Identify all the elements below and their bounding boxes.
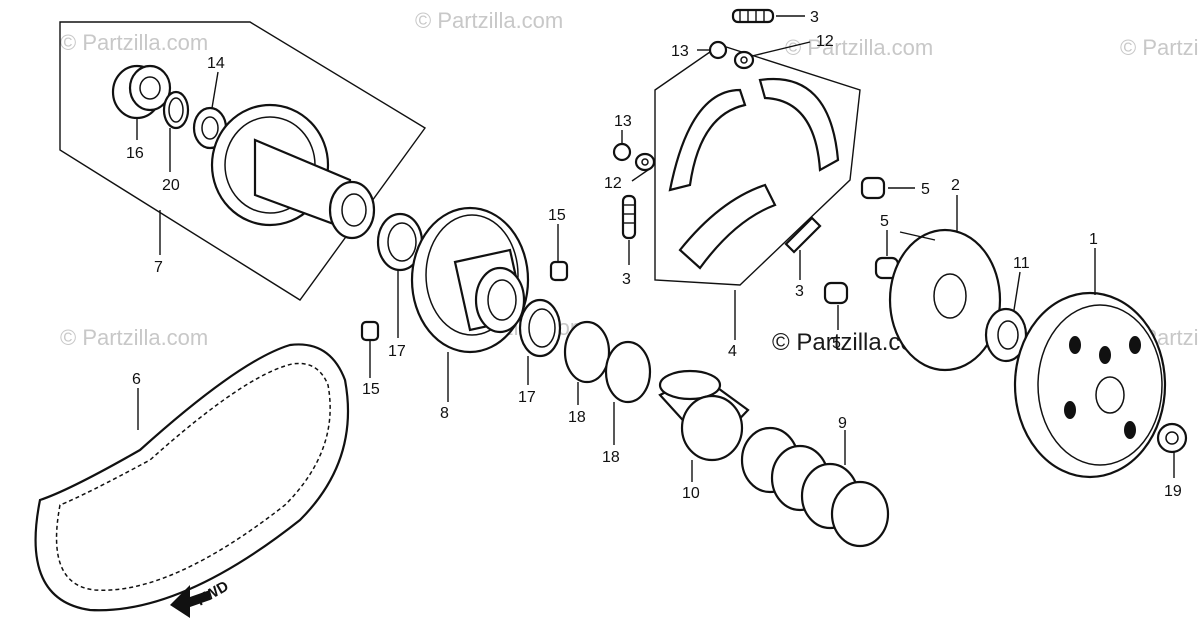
callout-18: 18 <box>568 409 586 426</box>
watermark-layer: © Partzilla.com © Partzilla.com © Partzi… <box>60 8 1200 356</box>
leader-lines <box>136 15 1175 482</box>
callout-12: 12 <box>604 175 622 192</box>
fwd-arrow-icon <box>170 585 210 618</box>
callout-5: 5 <box>832 335 841 352</box>
part-19-nut <box>1156 422 1188 454</box>
callout-5: 5 <box>921 181 930 198</box>
callout-1: 1 <box>1089 231 1098 248</box>
callout-2: 2 <box>951 177 960 194</box>
callout-4: 4 <box>728 343 737 360</box>
callout-7: 7 <box>154 259 163 276</box>
part-15-pin <box>549 260 569 282</box>
part-12-washer <box>733 50 755 70</box>
callout-14: 14 <box>207 55 225 72</box>
part-3-spring <box>731 8 775 24</box>
part-18-o-ring <box>563 320 611 384</box>
part-3-spring <box>784 216 822 254</box>
part-1-clutch-outer <box>1013 291 1167 479</box>
callout-16: 16 <box>126 145 144 162</box>
callout-6: 6 <box>132 371 141 388</box>
callout-20: 20 <box>162 177 180 194</box>
part-6-drive-belt <box>34 343 350 612</box>
watermark: © Partzilla.com <box>60 325 208 350</box>
part-4-clutch-shoe-lower <box>678 183 777 270</box>
part-3-spring <box>621 194 637 240</box>
part-7-pulley <box>210 103 376 240</box>
callout-10: 10 <box>682 485 700 502</box>
part-15-pin <box>360 320 380 342</box>
callout-11: 11 <box>1013 255 1030 272</box>
callout-17: 17 <box>388 343 406 360</box>
callout-5: 5 <box>880 213 889 230</box>
part-2-clutch-plate <box>888 228 1002 372</box>
part-18-o-ring <box>604 340 652 404</box>
callout-15: 15 <box>362 381 380 398</box>
callouts: 3 13 12 13 12 3 3 4 5 5 5 2 11 1 19 14 1… <box>126 9 1182 502</box>
callout-18: 18 <box>602 449 620 466</box>
callout-9: 9 <box>838 415 847 432</box>
part-17-seal <box>518 298 562 358</box>
callout-12: 12 <box>816 33 834 50</box>
part-5-roller <box>823 281 849 305</box>
part-16-bearing <box>111 64 172 120</box>
callout-13: 13 <box>614 113 632 130</box>
callout-3: 3 <box>622 271 631 288</box>
callout-8: 8 <box>440 405 449 422</box>
part-9-spring <box>740 426 890 548</box>
watermark: © Partzilla.com <box>785 35 933 60</box>
part-20-circlip <box>162 90 190 130</box>
part-13-nut <box>612 142 632 162</box>
part-4-clutch-shoe-upper <box>668 77 840 192</box>
watermark: © Partzilla.com <box>1120 35 1200 60</box>
callout-19: 19 <box>1164 483 1182 500</box>
callout-3: 3 <box>810 9 819 26</box>
part-12-washer <box>634 152 656 172</box>
part-13-nut <box>708 40 728 60</box>
callout-3: 3 <box>795 283 804 300</box>
callout-13: 13 <box>671 43 689 60</box>
callout-17: 17 <box>518 389 536 406</box>
watermark: © Partzilla.com <box>60 30 208 55</box>
watermark: © Partzilla.com <box>415 8 563 33</box>
part-10-collar <box>658 369 750 462</box>
callout-15: 15 <box>548 207 566 224</box>
part-5-roller <box>860 176 886 200</box>
part-8-driven-face <box>410 206 530 354</box>
